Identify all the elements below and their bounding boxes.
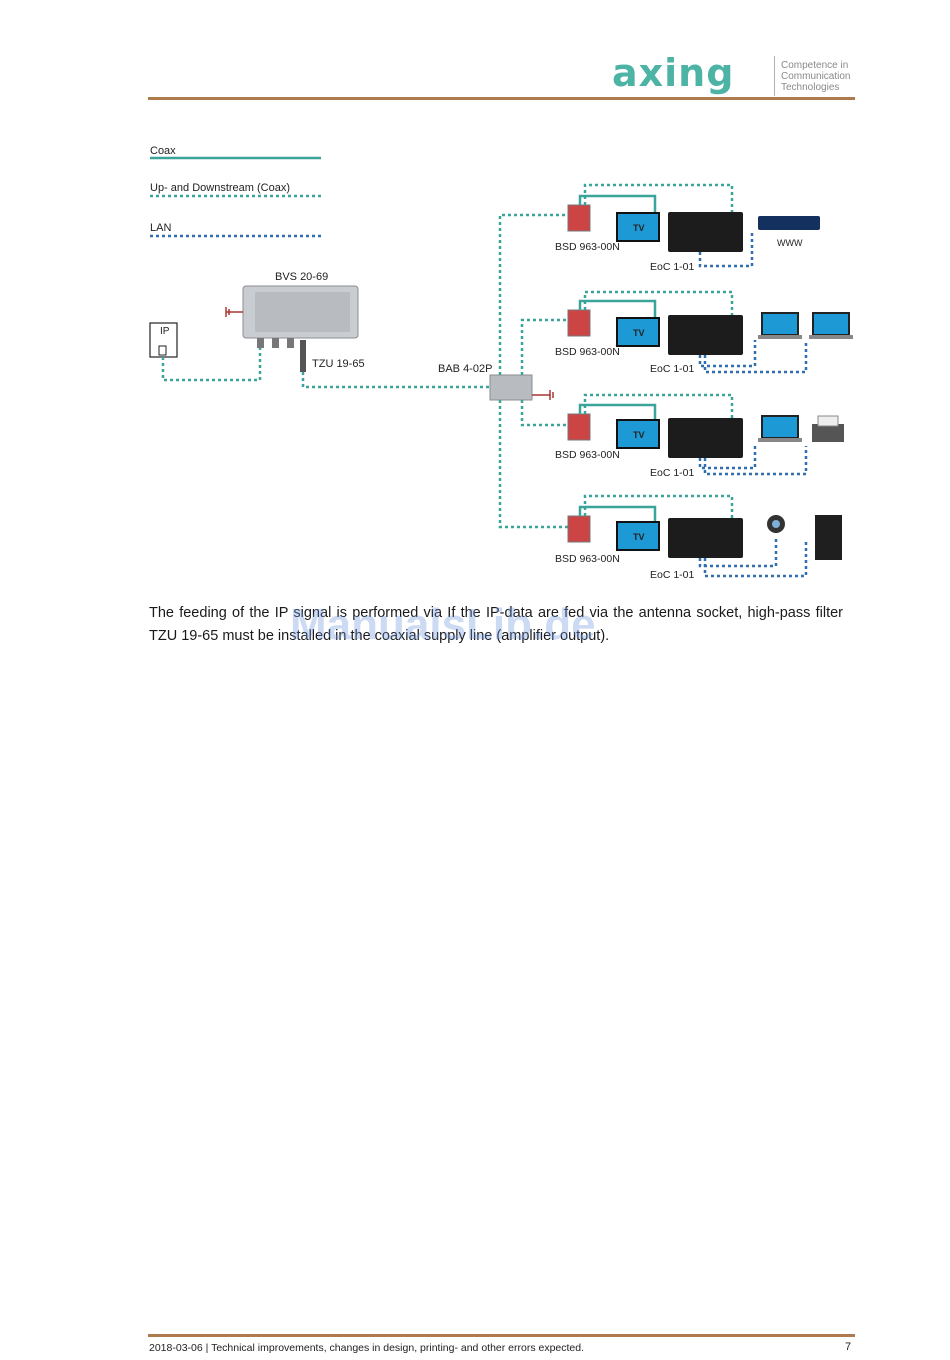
updown-socket-eoc — [583, 393, 734, 418]
ground-icon — [225, 307, 243, 317]
lan-eoc-pc — [703, 540, 808, 578]
tv-icon — [616, 419, 660, 449]
printer-icon — [812, 424, 844, 442]
antenna-socket — [567, 515, 591, 543]
ip-port — [158, 345, 167, 356]
ground-icon — [532, 390, 554, 400]
room-row-4: BSD 963-00N TV EoC 1-01 — [555, 494, 842, 581]
splitter-label: BAB 4-02P — [438, 363, 492, 375]
coax-branch-1 — [498, 213, 568, 375]
tv-label: TV — [633, 223, 645, 233]
tv-icon — [616, 212, 660, 242]
eoc-device — [668, 518, 743, 558]
socket-label: BSD 963-00N — [555, 346, 620, 358]
webcam-lens — [772, 520, 780, 528]
pc-tower-icon — [815, 515, 842, 560]
antenna-socket — [567, 413, 591, 441]
body-paragraph: The feeding of the IP signal is performe… — [149, 605, 843, 644]
amplifier-panel — [255, 292, 350, 332]
coax-socket-tv — [578, 194, 657, 213]
printer-paper — [817, 415, 839, 427]
tagline-line: Communication — [781, 71, 851, 82]
coax-branch-3 — [520, 400, 568, 427]
ip-socket — [149, 322, 178, 358]
eoc-label: EoC 1-01 — [650, 363, 695, 375]
laptop-icon — [761, 415, 799, 439]
coax-amp-splitter — [301, 372, 490, 389]
legend-coax-label: Coax — [150, 145, 176, 157]
eoc-label: EoC 1-01 — [650, 569, 695, 581]
lan-eoc-router — [698, 232, 754, 268]
laptop-icon — [812, 312, 850, 336]
amplifier-ports — [257, 338, 294, 348]
page-number: 7 — [845, 1341, 852, 1353]
tv-label: TV — [633, 328, 645, 338]
header-separator — [774, 56, 775, 96]
footer-rule — [148, 1334, 855, 1337]
amplifier-label: BVS 20-69 — [275, 271, 328, 283]
room-row-2: BSD 963-00N TV EoC 1-01 — [555, 290, 853, 375]
antenna-socket — [567, 309, 591, 337]
header-tagline: Competence in Communication Technologies — [781, 60, 850, 93]
router-label: WWW — [777, 238, 803, 248]
tv-icon — [616, 317, 660, 347]
axing-logo: axing — [612, 56, 734, 95]
coax-socket-tv — [578, 505, 657, 522]
updown-socket-eoc — [583, 183, 734, 213]
room-row-3: BSD 963-00N TV EoC 1-01 — [555, 393, 844, 479]
eoc-device — [668, 212, 743, 252]
logo-text: axing — [612, 56, 734, 95]
room-row-1: BSD 963-00N TV EoC 1-01 WWW — [555, 183, 820, 273]
tzu-filter — [300, 340, 306, 372]
tv-label: TV — [633, 532, 645, 542]
lan-eoc-printer — [703, 446, 808, 476]
coax-socket-tv — [578, 403, 657, 420]
eoc-device — [668, 315, 743, 355]
antenna-socket — [567, 204, 591, 232]
coax-branch-4 — [498, 400, 568, 529]
coax-socket-tv — [578, 299, 657, 318]
network-diagram: Coax Up- and Downstream (Coax) LAN IP BV… — [149, 145, 853, 581]
tv-label: TV — [633, 430, 645, 440]
eoc-label: EoC 1-01 — [650, 467, 695, 479]
filter-label: TZU 19-65 — [312, 358, 365, 370]
footer-text: 2018-03-06 | Technical improvements, cha… — [149, 1342, 585, 1354]
laptop-base — [758, 438, 802, 442]
lan-eoc-laptop1 — [698, 340, 757, 368]
router-icon — [758, 216, 820, 230]
legend-updown-label: Up- and Downstream (Coax) — [150, 182, 290, 194]
header-rule — [148, 97, 855, 100]
watermark: ManualsLib.de — [290, 600, 596, 649]
socket-label: BSD 963-00N — [555, 553, 620, 565]
eoc-device — [668, 418, 743, 458]
socket-label: BSD 963-00N — [555, 241, 620, 253]
tagline-line: Technologies — [781, 82, 840, 93]
socket-label: BSD 963-00N — [555, 449, 620, 461]
tv-icon — [616, 521, 660, 551]
lan-eoc-laptop2 — [703, 340, 808, 374]
laptop-icon — [761, 312, 799, 336]
splitter-body — [489, 374, 533, 401]
tagline-line: Competence in — [781, 60, 849, 71]
ip-label: IP — [160, 326, 170, 337]
eoc-label: EoC 1-01 — [650, 261, 695, 273]
lan-eoc-laptop — [698, 443, 757, 470]
lan-eoc-webcam — [698, 538, 778, 568]
legend-lan-label: LAN — [150, 222, 171, 234]
coax-branch-2 — [520, 318, 568, 375]
laptop-base — [809, 335, 853, 339]
updown-socket-eoc — [583, 290, 734, 315]
laptop-base — [758, 335, 802, 339]
